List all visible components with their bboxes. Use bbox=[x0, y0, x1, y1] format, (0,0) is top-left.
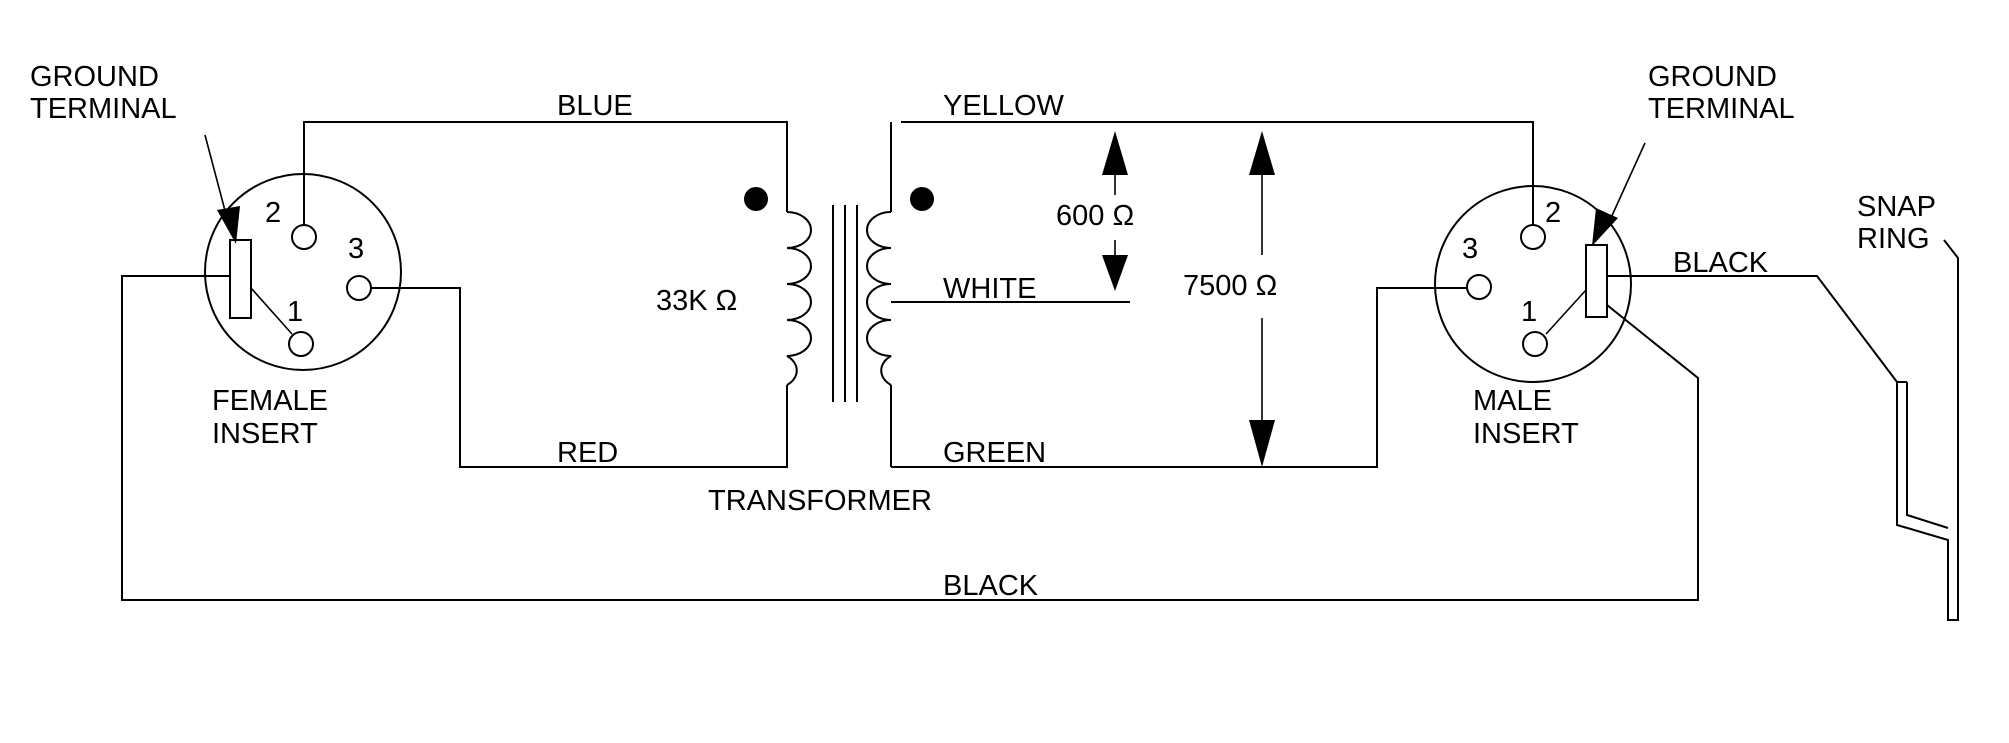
right-ground-pointer-line bbox=[1609, 142, 1646, 221]
transformer-label: TRANSFORMER bbox=[708, 485, 932, 517]
transformer bbox=[744, 122, 934, 467]
male-connector: 2 3 1 bbox=[1434, 185, 1632, 383]
snap-ring bbox=[1896, 239, 1959, 621]
yellow-wire bbox=[901, 121, 1534, 225]
female-pin-1-label: 1 bbox=[287, 296, 303, 328]
female-insert-label-2: INSERT bbox=[212, 418, 318, 450]
primary-polarity-dot bbox=[744, 187, 768, 211]
blue-wire bbox=[303, 121, 788, 225]
male-ground-to-pin1 bbox=[1545, 289, 1587, 335]
male-pin-3 bbox=[1466, 274, 1492, 300]
red-wire-label: RED bbox=[557, 437, 618, 469]
female-ground-to-pin1 bbox=[250, 287, 293, 335]
female-insert-label-1: FEMALE bbox=[212, 385, 328, 417]
female-ground-terminal bbox=[229, 239, 252, 319]
female-pin-1 bbox=[288, 331, 314, 357]
female-pin-2 bbox=[291, 224, 317, 250]
left-ground-pointer-arrow bbox=[217, 206, 240, 244]
primary-impedance-label: 33K Ω bbox=[656, 285, 737, 317]
green-wire bbox=[891, 287, 1468, 468]
left-ground-terminal-label-2: TERMINAL bbox=[30, 93, 177, 125]
secondary-impedance-arrow bbox=[1249, 131, 1275, 467]
male-pin-1-label: 1 bbox=[1521, 296, 1537, 328]
male-pin-3-label: 3 bbox=[1462, 233, 1478, 265]
right-ground-terminal-label-1: GROUND bbox=[1648, 61, 1777, 93]
red-wire bbox=[371, 287, 788, 468]
black-top-label: BLACK bbox=[1673, 247, 1769, 279]
male-pin-2 bbox=[1520, 224, 1546, 250]
blue-wire-label: BLUE bbox=[557, 90, 633, 122]
primary-coil bbox=[783, 211, 812, 386]
black-ground-wire-bottom bbox=[121, 275, 1699, 601]
snap-ring-label-2: RING bbox=[1857, 223, 1930, 255]
male-insert-label-2: INSERT bbox=[1473, 418, 1579, 450]
tap-impedance-label: 600 Ω bbox=[1056, 200, 1134, 232]
secondary-impedance-label: 7500 Ω bbox=[1183, 270, 1277, 302]
secondary-coil bbox=[866, 211, 895, 386]
black-wire-to-snap-ring bbox=[1607, 275, 1898, 383]
white-wire-label: WHITE bbox=[943, 273, 1036, 305]
right-ground-terminal-label-2: TERMINAL bbox=[1648, 93, 1795, 125]
female-pin-2-label: 2 bbox=[265, 197, 281, 229]
male-insert-outline bbox=[1434, 185, 1632, 383]
tap-impedance-arrow bbox=[1102, 131, 1128, 291]
female-connector: 2 3 1 bbox=[204, 173, 402, 371]
yellow-wire-label: YELLOW bbox=[943, 90, 1064, 122]
left-ground-pointer-line bbox=[204, 134, 229, 223]
secondary-polarity-dot bbox=[910, 187, 934, 211]
male-pin-1 bbox=[1522, 331, 1548, 357]
male-insert-label-1: MALE bbox=[1473, 385, 1552, 417]
female-pin-3-label: 3 bbox=[348, 233, 364, 265]
green-wire-label: GREEN bbox=[943, 437, 1046, 469]
female-pin-3 bbox=[346, 275, 372, 301]
left-ground-terminal-label-1: GROUND bbox=[30, 61, 159, 93]
male-ground-terminal bbox=[1585, 244, 1608, 318]
snap-ring-label-1: SNAP bbox=[1857, 191, 1936, 223]
black-bottom-label: BLACK bbox=[943, 570, 1039, 602]
male-pin-2-label: 2 bbox=[1545, 197, 1561, 229]
right-ground-pointer-arrow bbox=[1592, 208, 1618, 246]
